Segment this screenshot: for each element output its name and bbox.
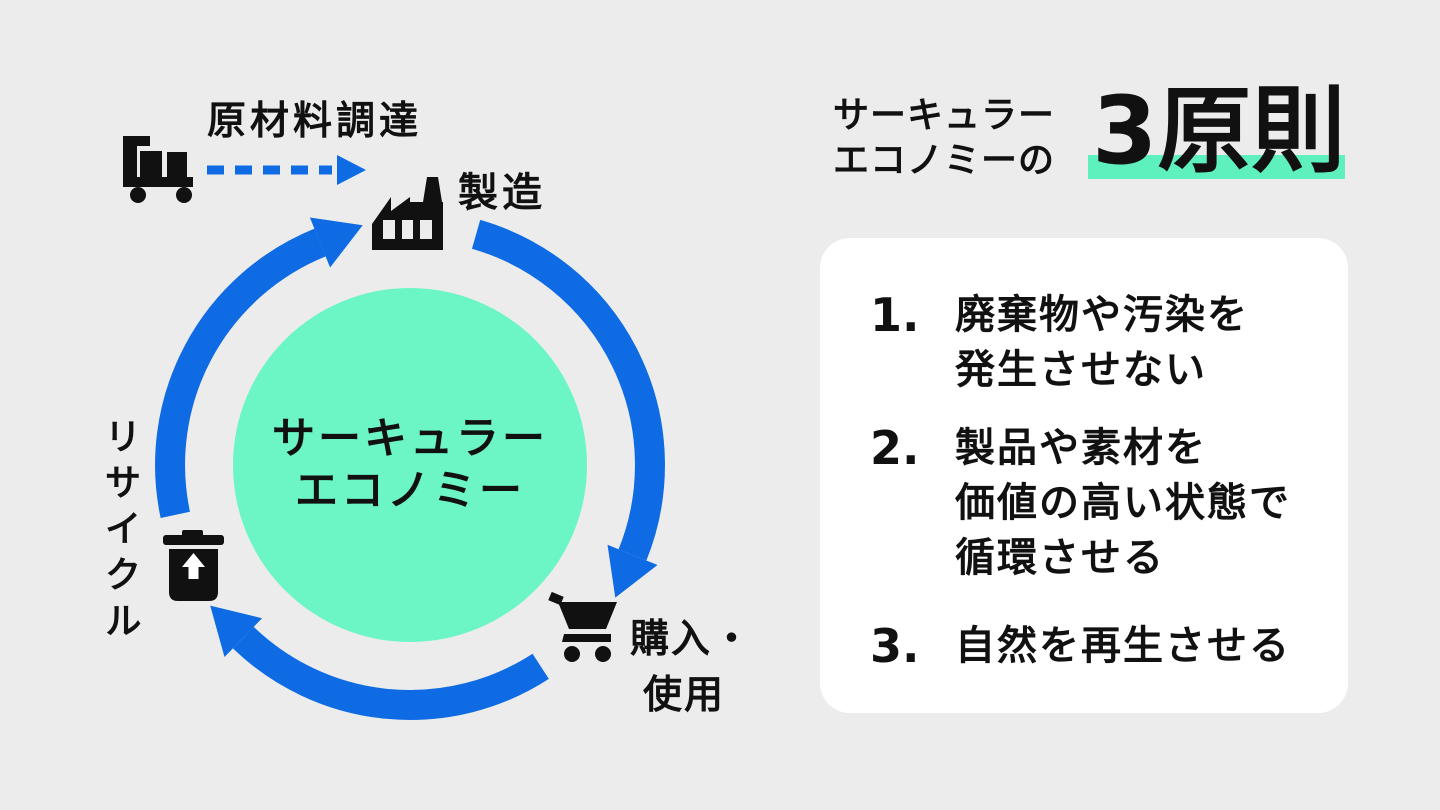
principles-title-line1: サーキュラー (833, 95, 1056, 136)
principles-title-small: サーキュラー エコノミーの (833, 93, 1055, 183)
cart-icon (548, 591, 617, 662)
circular-economy-circle: サーキュラー エコノミー (233, 288, 587, 642)
principles-title-emphasis: 3原則 (1092, 77, 1346, 186)
principle-item-1: 1. 廃棄物や汚染を 発生させない (870, 288, 1249, 398)
circle-label-line2: エコノミー (295, 466, 525, 516)
arrowhead-to-purchase (607, 544, 658, 598)
principle-1-line1: 廃棄物や汚染を (955, 292, 1249, 338)
factory-icon (372, 177, 443, 250)
principle-2-line2: 価値の高い状態で (955, 480, 1291, 526)
principle-item-2: 2. 製品や素材を 価値の高い状態で 循環させる (870, 421, 1291, 586)
title-highlight-bar (1088, 155, 1345, 179)
hand-truck-icon (123, 136, 193, 203)
cycle-arc-bottom (232, 626, 549, 720)
recycle-label: リサイクル (98, 417, 141, 647)
principle-3-number: 3. (870, 619, 920, 673)
purchase-label-line2: 使用 (643, 673, 726, 718)
circle-label-line1: サーキュラー (272, 414, 548, 464)
principle-item-3: 3. 自然を再生させる (870, 619, 1291, 674)
principles-card: 1. 廃棄物や汚染を 発生させない 2. 製品や素材を 価値の高い状態で 循環さ… (820, 238, 1348, 713)
principle-3-line1: 自然を再生させる (955, 623, 1291, 669)
dashed-arrowhead (337, 155, 366, 185)
purchase-label-line1: 購入・ (630, 617, 754, 662)
trash-recycle-icon (163, 530, 224, 601)
manufacturing-label: 製造 (458, 170, 546, 216)
arrowhead-to-manufacturing (309, 217, 363, 268)
principle-2-line3: 循環させる (955, 535, 1165, 581)
arrowhead-to-recycle (210, 605, 263, 657)
principle-1-line2: 発生させない (955, 347, 1207, 393)
principle-2-line1: 製品や素材を (955, 425, 1207, 471)
principles-title-line2: エコノミーの (833, 140, 1056, 181)
principle-1-number: 1. (870, 288, 920, 342)
procurement-label: 原材料調達 (207, 99, 423, 144)
principle-2-number: 2. (870, 421, 920, 475)
